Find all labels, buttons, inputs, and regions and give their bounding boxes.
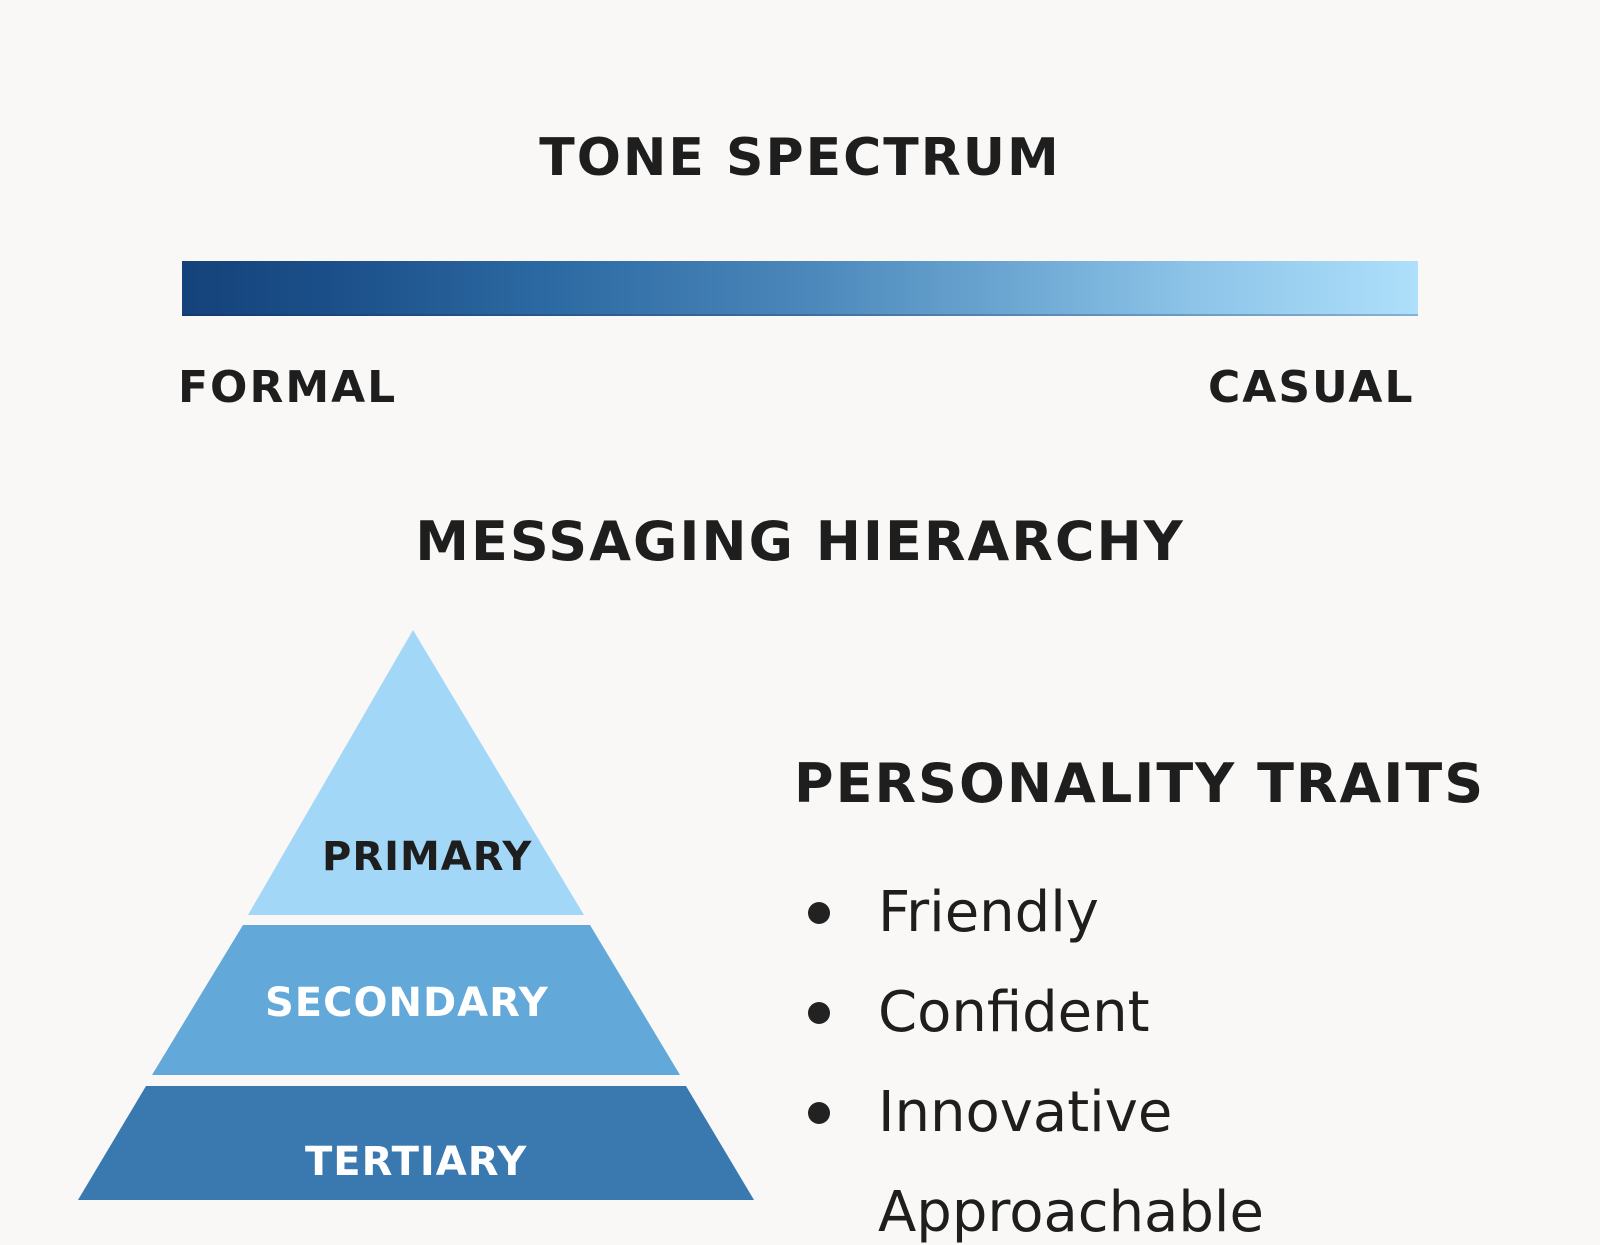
trait-label: Approachable: [878, 1180, 1264, 1245]
trait-list-item: Innovative: [808, 1080, 1172, 1145]
trait-list-item: Friendly: [808, 880, 1099, 945]
trait-list-item: Approachable: [808, 1180, 1264, 1245]
trait-label: Friendly: [878, 880, 1099, 945]
trait-label: Confident: [878, 980, 1150, 1045]
personality-traits-title: PERSONALITY TRAITS: [794, 752, 1486, 815]
hierarchy-pyramid: [77, 630, 755, 1200]
tier-label-secondary: SECONDARY: [265, 980, 549, 1026]
tier-label-primary: PRIMARY: [322, 834, 533, 880]
bullet-icon: [808, 1101, 830, 1124]
messaging-hierarchy-title: MESSAGING HIERARCHY: [415, 510, 1185, 573]
tone-spectrum-gradient-bar: [182, 261, 1418, 316]
spectrum-label-casual: CASUAL: [1208, 362, 1415, 413]
pyramid-tier-secondary: [152, 925, 680, 1075]
bullet-icon: [808, 901, 830, 924]
tier-label-tertiary: TERTIARY: [305, 1139, 528, 1185]
pyramid-tier-tertiary: [77, 1086, 755, 1200]
trait-label: Innovative: [878, 1080, 1173, 1145]
bullet-icon: [808, 1001, 830, 1024]
pyramid-tier-primary: [248, 630, 584, 915]
spectrum-label-formal: FORMAL: [178, 362, 398, 413]
tone-spectrum-title: TONE SPECTRUM: [539, 128, 1061, 188]
trait-list-item: Confident: [808, 980, 1150, 1045]
